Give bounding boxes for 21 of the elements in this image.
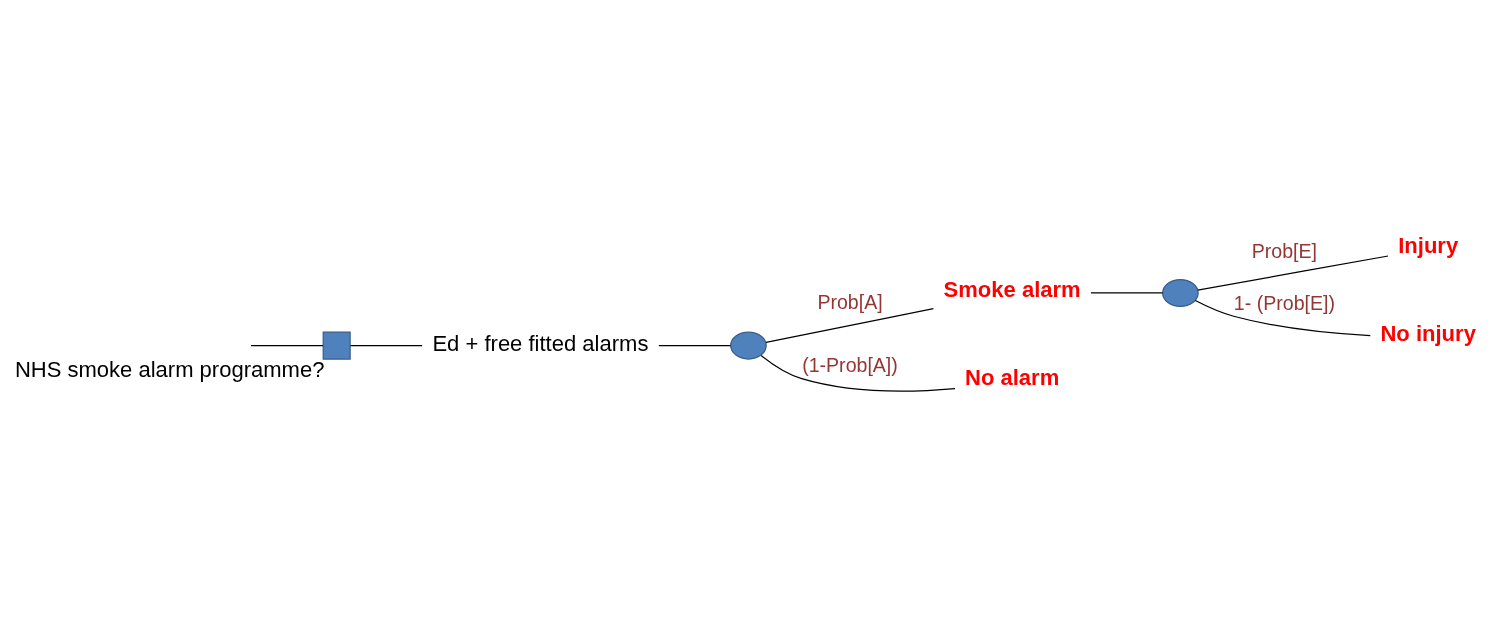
node-circle — [730, 331, 767, 360]
node-circle — [1162, 278, 1199, 307]
connector — [658, 344, 732, 346]
connector — [1090, 291, 1164, 294]
node-text: Smoke alarm — [943, 276, 1081, 302]
connector — [349, 344, 423, 346]
edge-label: 1- (Prob[E]) — [1233, 291, 1335, 314]
node-text: Injury — [1398, 232, 1459, 258]
node-text: No injury — [1380, 320, 1476, 346]
node-label: NHS smoke alarm programme? — [14, 356, 325, 382]
node-text: Ed + free fitted alarms — [432, 330, 649, 356]
edge-label: Prob[A] — [817, 290, 883, 313]
connector — [1197, 254, 1389, 291]
connector — [250, 344, 324, 346]
connector — [1194, 299, 1371, 336]
node-text: No alarm — [965, 364, 1060, 390]
connector — [760, 354, 956, 392]
connector — [765, 307, 934, 343]
edge-label: Prob[E] — [1251, 239, 1318, 262]
edge-label: (1-Prob[A]) — [802, 353, 898, 376]
node-box — [322, 331, 351, 360]
